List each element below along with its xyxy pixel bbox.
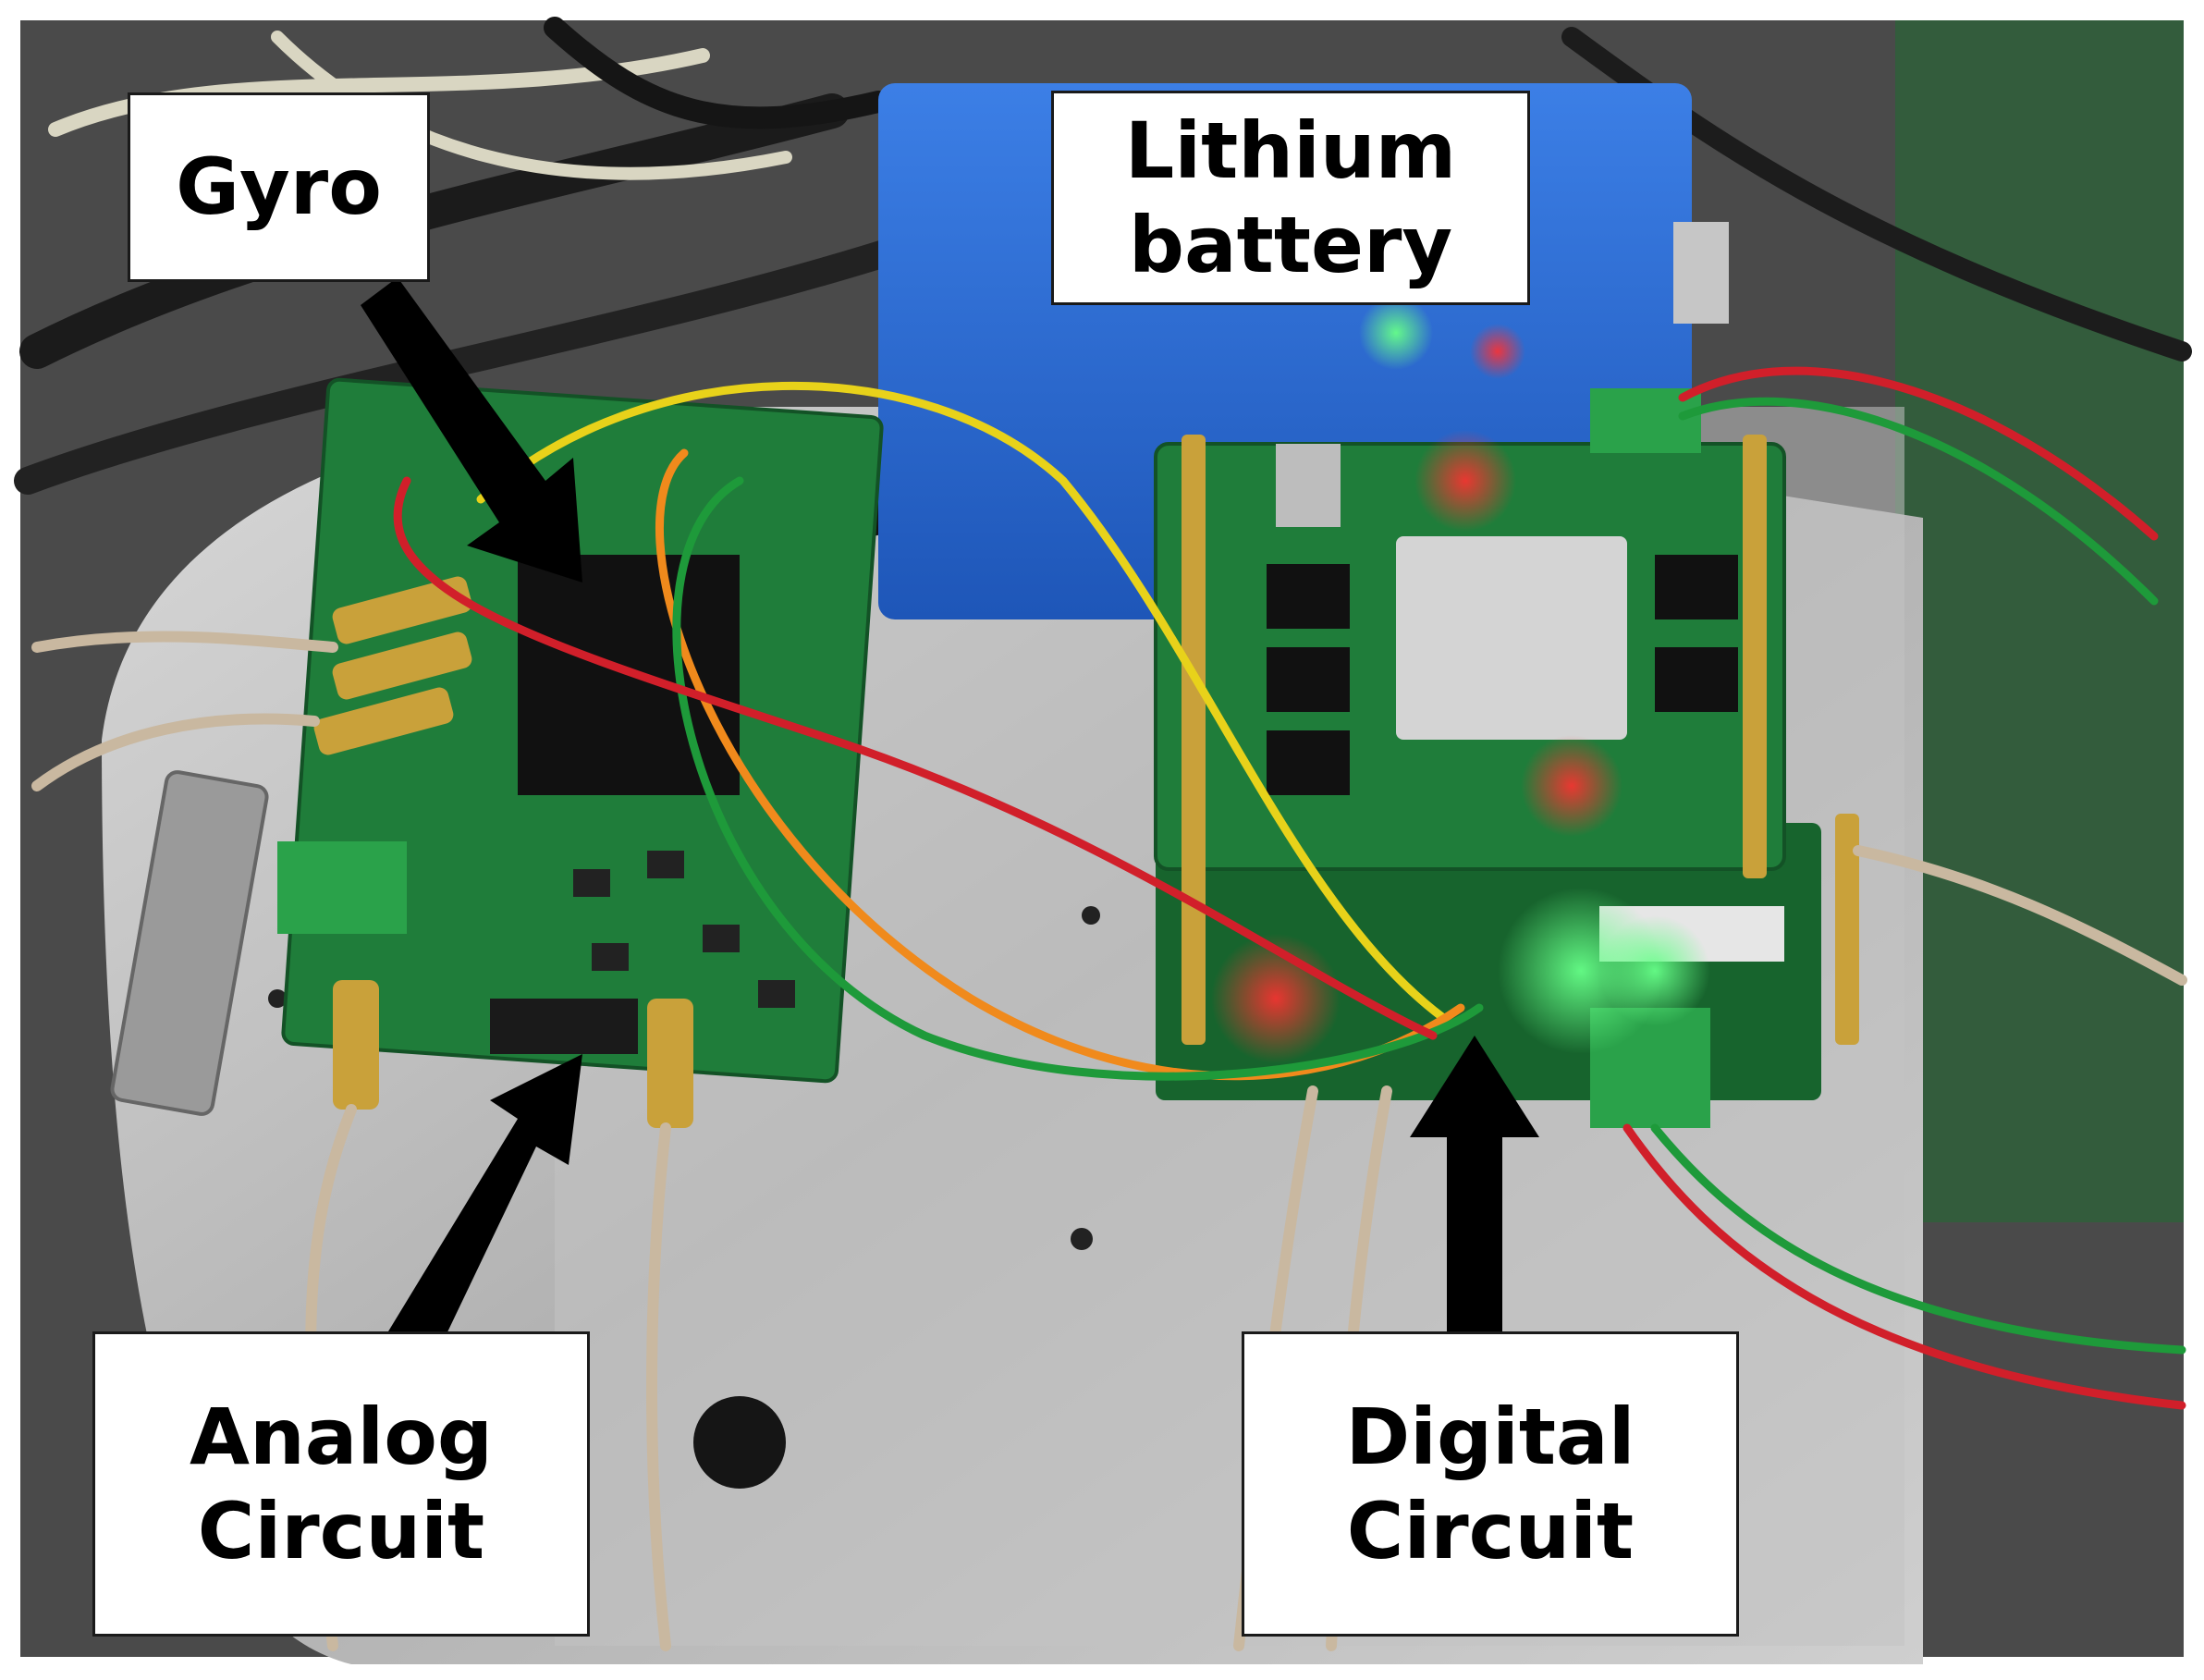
red-led-glow (1414, 430, 1516, 532)
analog-chips (573, 851, 795, 1008)
digital-circuit-label: Digital Circuit (1242, 1331, 1739, 1637)
gyro-label-line: Gyro (176, 141, 382, 233)
battery-led-glow (1470, 324, 1525, 379)
screw-hole (1082, 906, 1100, 925)
jumper-wires (393, 366, 2186, 1410)
gyro-arrow (361, 277, 582, 582)
memory-chip (1655, 647, 1738, 712)
screw-hole (268, 989, 287, 1008)
digital-arrow (1410, 1036, 1539, 1341)
pin-header (490, 999, 638, 1054)
db-connector (110, 770, 269, 1116)
analog-label-line-1: Analog (189, 1391, 494, 1482)
memory-chip (1267, 564, 1350, 629)
lithium-battery-label: Lithium battery (1051, 91, 1530, 305)
green-led-glow (1599, 915, 1710, 1026)
processor-chip (1396, 536, 1627, 740)
memory-chip (1267, 730, 1350, 795)
battery-tab (1673, 222, 1729, 324)
analog-arrow (388, 1054, 582, 1359)
battery-label-line-1: Lithium (1124, 104, 1457, 196)
memory-chip (1267, 647, 1350, 712)
red-led-glow (1521, 735, 1622, 837)
mount-post (693, 1396, 786, 1489)
digital-label-line-1: Digital (1345, 1391, 1635, 1482)
gyro-label: Gyro (128, 92, 430, 282)
annotation-arrows (361, 277, 1539, 1359)
green-mat (1895, 20, 2184, 1222)
battery-label-line-2: battery (1128, 200, 1453, 290)
standoffs (1182, 435, 1859, 1045)
analog-circuit-label: Analog Circuit (92, 1331, 590, 1637)
digital-label-line-2: Circuit (1346, 1486, 1635, 1576)
battery-led-glow (1359, 296, 1433, 370)
analog-terminal-block (277, 841, 407, 934)
usb-connector (1276, 444, 1341, 527)
memory-chip (1655, 555, 1738, 619)
screw-hole (1071, 1228, 1093, 1250)
sma-connectors (313, 576, 693, 1128)
analog-label-line-2: Circuit (197, 1486, 485, 1576)
